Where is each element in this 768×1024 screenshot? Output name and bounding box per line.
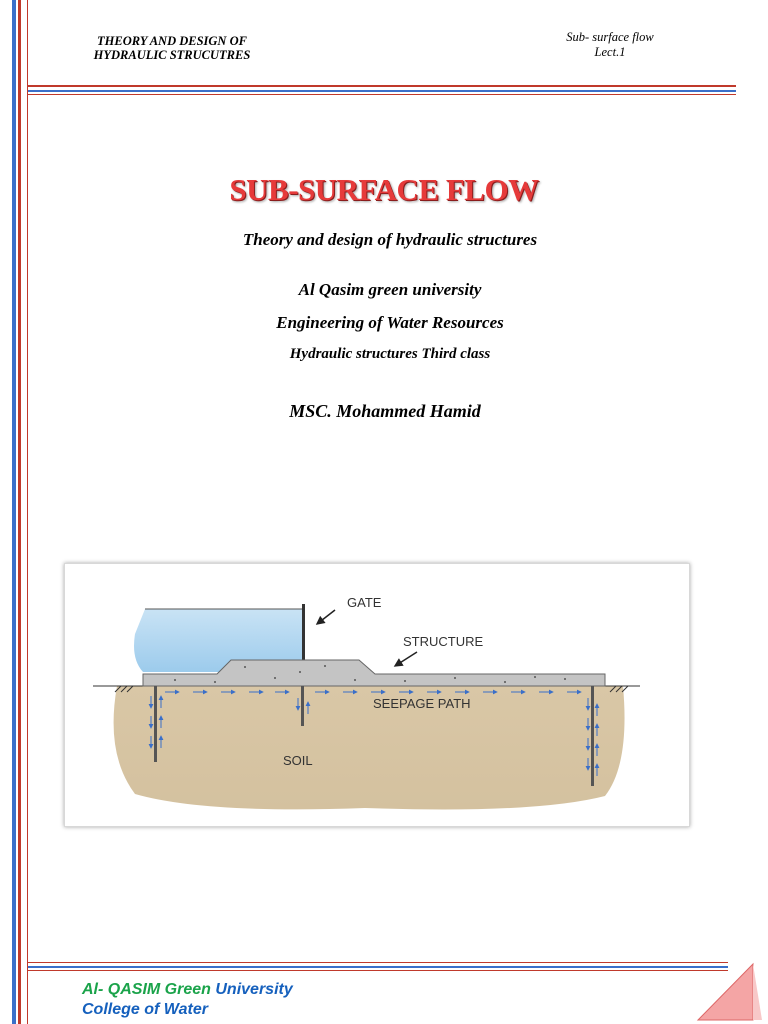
page-curl-decoration	[696, 962, 762, 1021]
gate-pointer	[315, 609, 336, 625]
page-title: SUB-SURFACE FLOW	[229, 172, 539, 207]
structure-pointer	[393, 651, 418, 667]
left-border-red	[18, 0, 21, 1024]
seepage-path-label: SEEPAGE PATH	[373, 696, 471, 711]
gate	[302, 604, 305, 674]
footer-rule-blue	[28, 966, 728, 968]
ground-hatch	[114, 685, 629, 693]
header-right-line2: Lect.1	[594, 45, 626, 59]
author-name: MSC. Mohammed Hamid	[289, 401, 481, 421]
header-lecture-info: Sub- surface flow Lect.1	[530, 30, 690, 60]
department-name: Engineering of Water Resources	[276, 313, 504, 332]
header-right-line1: Sub- surface flow	[566, 30, 654, 44]
structure-label: STRUCTURE	[403, 634, 483, 649]
downstream-sheet-pile	[591, 686, 594, 786]
header-rule-blue	[28, 90, 736, 92]
footer-line2: College of Water	[82, 1001, 208, 1018]
subtitle: Theory and design of hydraulic structure…	[242, 230, 538, 249]
gate-label: GATE	[347, 595, 382, 610]
seepage-diagram: GATE STRUCTURE SEEPAGE PATH SOIL	[93, 595, 640, 810]
footer-line1-b: Green	[164, 981, 211, 998]
concrete-speckles	[174, 665, 566, 683]
water-body	[134, 609, 303, 672]
university-name: Al Qasim green university	[298, 280, 482, 299]
footer-line1-a: Al- QASIM	[82, 981, 165, 998]
header-left-line2: HYDRAULIC STRUCUTRES	[93, 48, 251, 62]
header-rule-red	[28, 85, 736, 87]
left-border-blue	[12, 0, 16, 1024]
upstream-sheet-pile	[154, 686, 157, 762]
footer-line1: Al- QASIM Green University	[82, 980, 293, 1000]
header-left-line1: THEORY AND DESIGN OF	[97, 34, 247, 48]
course-name: Hydraulic structures Third class	[289, 346, 491, 362]
middle-sheet-pile	[301, 686, 304, 726]
seepage-arrows	[148, 689, 600, 776]
footer-line1-c: University	[210, 981, 293, 998]
header-rule-red-2	[28, 94, 736, 95]
footer-rule-red	[28, 962, 728, 963]
soil-layer	[113, 686, 625, 810]
soil-label: SOIL	[283, 753, 313, 768]
header-course-title: THEORY AND DESIGN OF HYDRAULIC STRUCUTRE…	[62, 34, 282, 62]
concrete-structure	[142, 659, 606, 687]
seepage-figure: GATE STRUCTURE SEEPAGE PATH SOIL	[64, 563, 690, 827]
footer-rule-red-2	[28, 970, 728, 971]
footer-institution: Al- QASIM Green University College of Wa…	[82, 980, 293, 1020]
left-border-thin	[27, 0, 28, 1024]
